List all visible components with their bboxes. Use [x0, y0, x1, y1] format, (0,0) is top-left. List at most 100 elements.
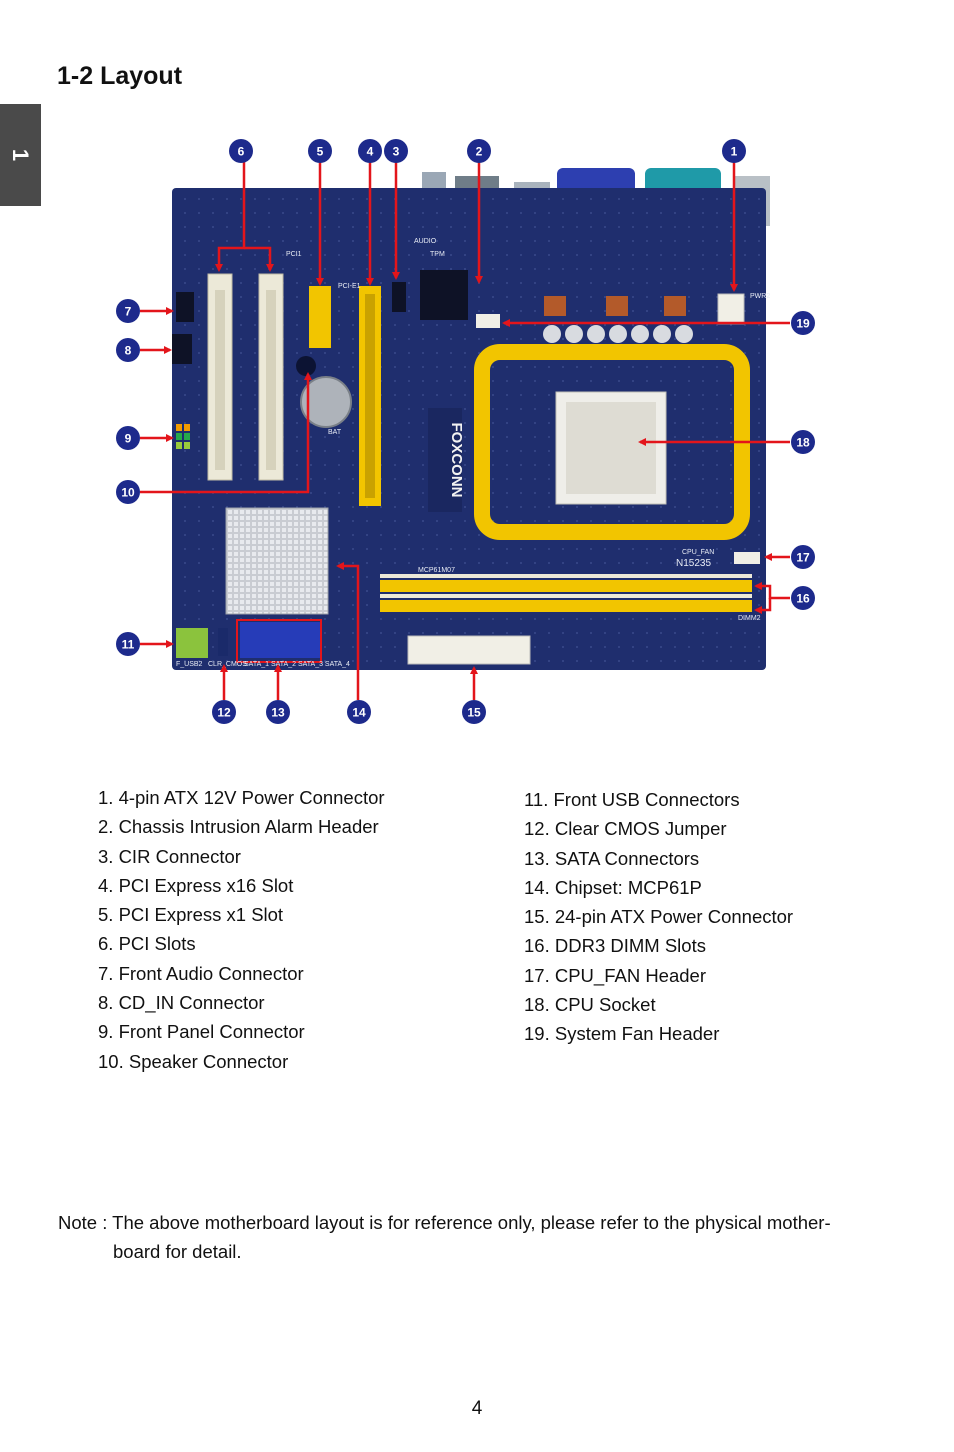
legend-item: 14. Chipset: MCP61P: [524, 876, 702, 898]
callout-6: 6: [229, 139, 253, 163]
legend-item: 16. DDR3 DIMM Slots: [524, 935, 706, 957]
callout-4: 4: [358, 139, 382, 163]
system-fan-header: [476, 314, 500, 328]
legend-item: 7. Front Audio Connector: [98, 962, 304, 984]
legend-item: 3. CIR Connector: [98, 845, 241, 867]
motherboard-diagram: FOXCONN PCI1 PCI-E1 AUDIO TPM BAT: [116, 139, 815, 724]
vrm-capacitors: [543, 296, 693, 343]
legend-item: 18. CPU Socket: [524, 994, 656, 1016]
motherboard-figure: FOXCONN PCI1 PCI-E1 AUDIO TPM BAT: [116, 139, 815, 724]
svg-text:1: 1: [731, 145, 738, 159]
svg-text:11: 11: [122, 638, 135, 652]
callout-11: 11: [116, 632, 140, 656]
svg-text:9: 9: [125, 432, 132, 446]
note-line-2: board for detail.: [113, 1241, 242, 1262]
svg-text:16: 16: [796, 592, 810, 606]
super-io-chip: [420, 270, 468, 320]
svg-text:18: 18: [796, 436, 810, 450]
silk-audio: AUDIO: [414, 238, 437, 245]
callout-arrows: [140, 162, 790, 700]
page-number: 4: [471, 1398, 483, 1419]
front-audio-header: [176, 292, 194, 322]
callout-17: 17: [791, 545, 815, 569]
silk-pcie1: PCI-E1: [338, 283, 361, 290]
callout-8: 8: [116, 338, 140, 362]
callout-markers: 6 5 4 3 2 1 7 8 9 10 11 12 13 14 15 16 1…: [116, 139, 815, 724]
svg-text:17: 17: [796, 551, 810, 565]
silk-clr-cmos: CLR_CMOS: [208, 661, 247, 668]
svg-text:15: 15: [467, 706, 481, 720]
legend-item: 1. 4-pin ATX 12V Power Connector: [98, 787, 385, 808]
legend-item: 4. PCI Express x16 Slot: [98, 874, 294, 896]
pcie-x1-slot: [309, 286, 331, 348]
silk-bat: BAT: [328, 429, 342, 436]
svg-text:12: 12: [217, 706, 231, 720]
legend-item: 19. System Fan Header: [524, 1023, 720, 1045]
atx24-connector: [407, 635, 531, 665]
legend-item: 9. Front Panel Connector: [98, 1021, 305, 1043]
silk-pci1: PCI1: [286, 251, 302, 258]
callout-9: 9: [116, 426, 140, 450]
svg-text:13: 13: [271, 706, 285, 720]
legend-item: 5. PCI Express x1 Slot: [98, 904, 284, 926]
note-line-1: Note : The above motherboard layout is f…: [58, 1212, 831, 1233]
silk-chip: MCP61M07: [418, 567, 455, 574]
silk-dimm2: DIMM2: [738, 615, 761, 622]
svg-text:8: 8: [125, 344, 132, 358]
callout-3: 3: [384, 139, 408, 163]
silk-pwr2: PWR2: [750, 293, 770, 300]
callout-10: 10: [116, 480, 140, 504]
callout-7: 7: [116, 299, 140, 323]
svg-text:14: 14: [352, 706, 366, 720]
callout-15: 15: [462, 700, 486, 724]
callout-2: 2: [467, 139, 491, 163]
legend-item: 15. 24-pin ATX Power Connector: [524, 906, 794, 928]
callout-14: 14: [347, 700, 371, 724]
sata-connectors: [240, 622, 322, 658]
legend-item: 2. Chassis Intrusion Alarm Header: [98, 816, 379, 838]
callout-18: 18: [791, 430, 815, 454]
svg-text:5: 5: [317, 145, 324, 159]
legend-item: 13. SATA Connectors: [524, 847, 700, 869]
svg-text:4: 4: [367, 145, 374, 159]
legend-item: 11. Front USB Connectors: [524, 789, 740, 810]
cd-in-header: [172, 334, 192, 364]
svg-text:6: 6: [238, 145, 245, 159]
legend-list-right: 11. Front USB Connectors 12. Clear CMOS …: [524, 785, 793, 1049]
svg-text:2: 2: [476, 145, 483, 159]
cmos-battery: [300, 376, 352, 428]
cir-header: [392, 282, 406, 312]
silk-cpu-fan: CPU_FAN: [682, 549, 714, 556]
silk-f-usb2: F_USB2: [176, 661, 203, 668]
page-title: 1-2 Layout: [57, 62, 183, 90]
legend-item: 10. Speaker Connector: [98, 1050, 289, 1072]
legend-item: 17. CPU_FAN Header: [524, 964, 707, 986]
cpu-fan-header: [734, 552, 760, 564]
clr-cmos-jumper: [218, 628, 228, 656]
svg-text:19: 19: [796, 317, 810, 331]
chapter-tab: 1: [0, 104, 41, 206]
silk-sata: SATA_1 SATA_2 SATA_3 SATA_4: [244, 661, 350, 668]
callout-5: 5: [308, 139, 332, 163]
front-usb-headers: [176, 628, 208, 658]
dimm-slot-2: [380, 600, 752, 612]
silk-model: N15235: [676, 558, 711, 569]
callout-13: 13: [266, 700, 290, 724]
atx12v-connector: [717, 293, 745, 325]
callout-16: 16: [791, 586, 815, 610]
callout-1: 1: [722, 139, 746, 163]
legend-item: 12. Clear CMOS Jumper: [524, 818, 727, 840]
callout-12: 12: [212, 700, 236, 724]
chipset-heatsink: [225, 507, 329, 615]
reference-note: Note : The above motherboard layout is f…: [58, 1208, 898, 1266]
svg-text:10: 10: [121, 486, 135, 500]
legend-item: 6. PCI Slots: [98, 933, 196, 955]
svg-text:3: 3: [393, 145, 400, 159]
brand-logo: FOXCONN: [448, 423, 465, 498]
legend-list-left: 1. 4-pin ATX 12V Power Connector 2. Chas…: [98, 783, 385, 1076]
callout-19: 19: [791, 311, 815, 335]
silk-tpm: TPM: [430, 251, 445, 258]
dimm-slot-1: [380, 580, 752, 592]
front-panel-header: [176, 424, 190, 449]
svg-text:7: 7: [125, 305, 132, 319]
